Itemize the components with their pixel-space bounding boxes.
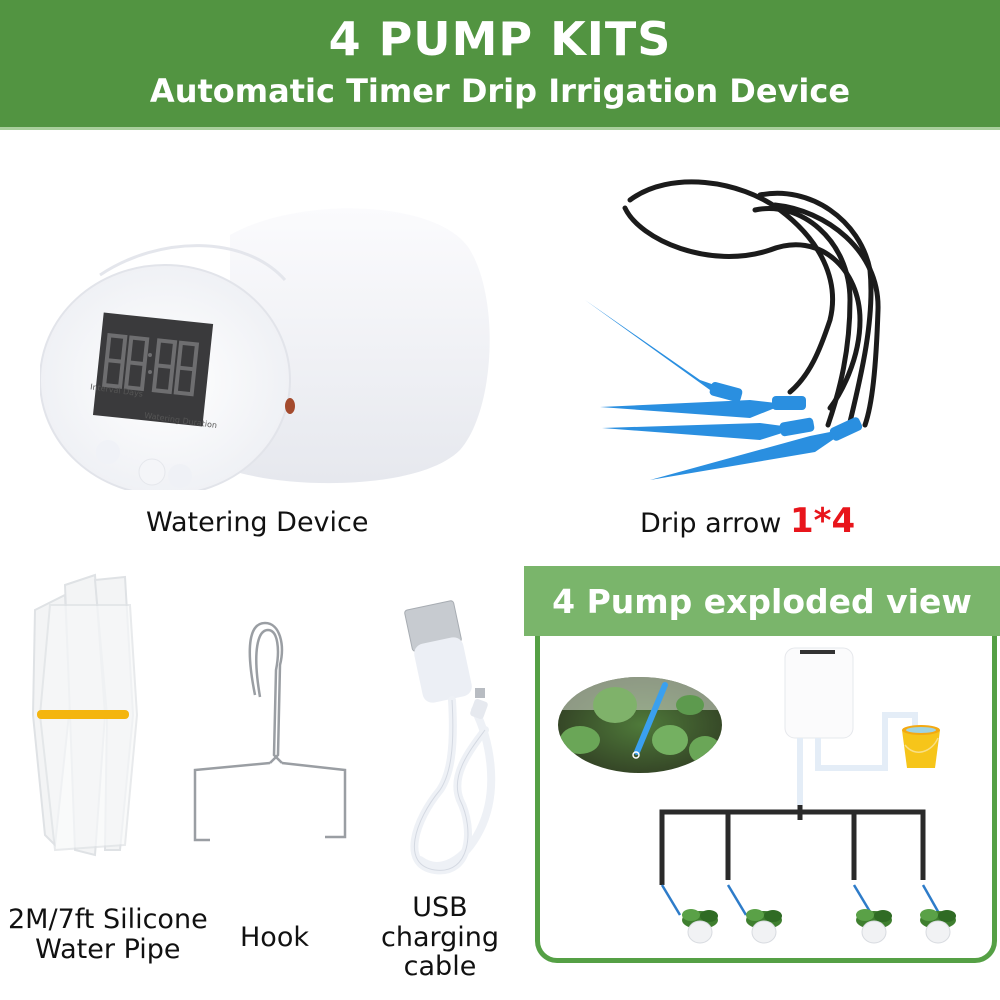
exploded-view-diagram	[540, 640, 995, 960]
usb-cable-image	[380, 600, 520, 885]
silicone-pipe-image	[25, 565, 145, 865]
hook-caption: Hook	[240, 922, 309, 953]
watering-device-image: Interval Days Watering Duration	[39, 190, 500, 496]
exploded-view-panel	[535, 570, 997, 963]
usb-cable-caption-line2: charging	[380, 921, 500, 953]
drip-arrow-label: Drip arrow	[640, 508, 782, 539]
watering-device-caption: Watering Device	[146, 507, 369, 538]
usb-cable-caption: USB charging cable	[370, 893, 510, 982]
header-banner: 4 PUMP KITS Automatic Timer Drip Irrigat…	[0, 0, 1000, 130]
silicone-pipe-caption-line1: 2M/7ft Silicone	[8, 904, 208, 935]
silicone-pipe-caption: 2M/7ft Silicone Water Pipe	[8, 905, 208, 964]
usb-cable-caption-line1: USB	[412, 892, 468, 923]
drip-arrow-image	[560, 160, 920, 500]
exploded-view-title: 4 Pump exploded view	[524, 566, 1000, 636]
usb-cable-caption-line3: cable	[403, 951, 477, 983]
hook-image	[190, 615, 355, 845]
silicone-pipe-caption-line2: Water Pipe	[35, 933, 181, 965]
drip-arrow-quantity: 1*4	[790, 501, 856, 541]
drip-arrow-caption: Drip arrow 1*4	[640, 501, 856, 541]
page-subtitle: Automatic Timer Drip Irrigation Device	[149, 72, 851, 110]
page-title: 4 PUMP KITS	[328, 12, 672, 66]
